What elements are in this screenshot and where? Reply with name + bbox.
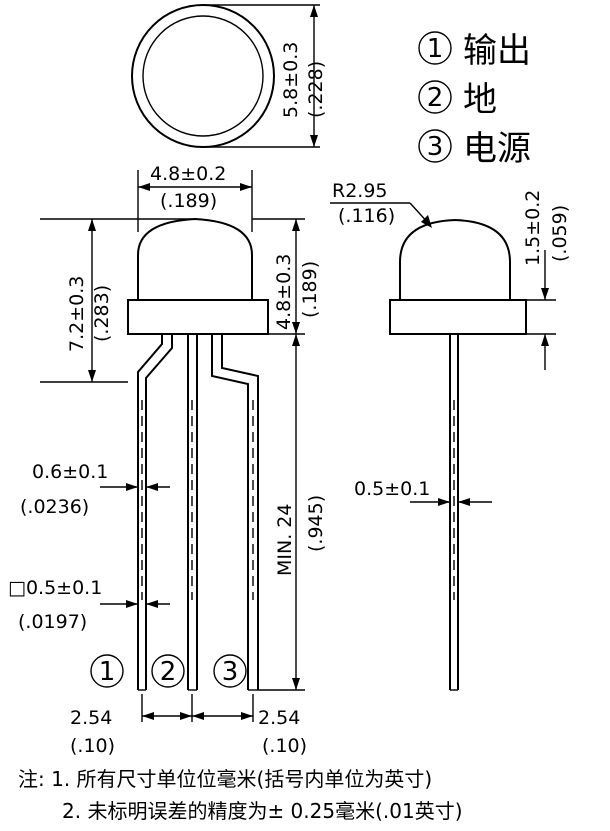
note-line-2: 2. 未标明误差的精度为± 0.25毫米(.01英寸): [62, 799, 463, 823]
pitch-right-inch-label: (.10): [262, 735, 307, 757]
pin-3-circle: [213, 654, 247, 688]
pin-3-number: 3: [222, 657, 239, 687]
legend-label-power: 电源: [463, 129, 531, 169]
side-lead: [449, 334, 459, 691]
front-flange: [127, 299, 269, 335]
top-view-outer-circle: [131, 4, 275, 148]
body-height-label: 4.8±0.3: [273, 254, 295, 330]
lead-thickness-label: 0.5±0.1: [354, 478, 430, 500]
lead-width-inch-label: (.0236): [20, 496, 89, 518]
pin-2-number: 2: [160, 657, 177, 687]
lead-width-label: 0.6±0.1: [32, 461, 108, 483]
pitch-left-inch-label: (.10): [70, 735, 115, 757]
pitch-left-label: 2.54: [70, 707, 112, 729]
radius-label: R2.95: [332, 180, 388, 202]
flange-inch-label: (.059): [549, 205, 571, 262]
flange-label: 1.5±0.2: [522, 190, 544, 266]
pin-1-number: 1: [99, 657, 116, 687]
front-lead-2: [187, 334, 198, 691]
legend-label-output: 输出: [463, 31, 531, 71]
lead-length-inch-label: (.945): [305, 495, 327, 552]
top-view: 5.8±0.3 (.228): [131, 4, 327, 148]
legend-num-1: 1: [427, 34, 444, 64]
radius-inch-label: (.116): [338, 205, 395, 227]
pin-legend: 1 输出 2 地 3 电源: [418, 31, 531, 169]
top-dia-label: 5.8±0.3: [280, 42, 302, 118]
legend-num-2: 2: [427, 83, 444, 113]
front-dome: [137, 217, 253, 300]
legend-num-3-circle: [418, 129, 452, 163]
legend-num-1-circle: [418, 31, 452, 65]
side-dome: [399, 218, 511, 300]
note-line-1: 注: 1. 所有尺寸单位位毫米(括号内单位为英寸): [18, 767, 432, 791]
legend-num-3: 3: [427, 132, 444, 162]
lead-square-inch-label: (.0197): [18, 611, 87, 633]
total-height-label: 7.2±0.3: [66, 276, 88, 352]
side-flange: [389, 299, 527, 335]
front-view: 4.8±0.2 (.189) 7.2±0.3 (.283) 4.8±0.3 (.…: [8, 163, 327, 757]
lead-square-label: □0.5±0.1: [8, 577, 102, 599]
dome-width-inch-label: (.189): [160, 190, 217, 212]
side-view: R2.95 (.116) 1.5±0.2 (.059) 0.5±0.1: [330, 180, 571, 691]
top-view-inner-circle: [142, 15, 264, 137]
pitch-right-label: 2.54: [258, 707, 300, 729]
top-dia-inch-label: (.228): [305, 61, 327, 118]
dome-width-label: 4.8±0.2: [150, 163, 226, 185]
lead-length-label: MIN. 24: [274, 504, 296, 576]
pin-2-circle: [151, 654, 185, 688]
notes: 注: 1. 所有尺寸单位位毫米(括号内单位为英寸) 2. 未标明误差的精度为± …: [18, 767, 463, 823]
legend-label-ground: 地: [463, 80, 497, 120]
front-lead-3: [211, 334, 259, 691]
legend-num-2-circle: [418, 80, 452, 114]
body-height-inch-label: (.189): [299, 261, 321, 318]
front-lead-1: [137, 334, 173, 691]
pin-1-circle: [90, 654, 124, 688]
total-height-inch-label: (.283): [91, 285, 113, 342]
